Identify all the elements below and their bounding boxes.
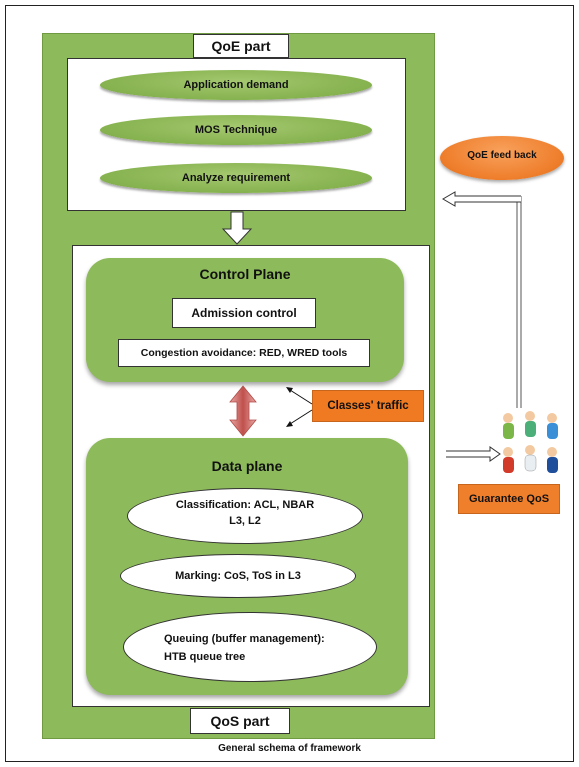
figure-frame bbox=[5, 5, 574, 762]
analyze-requirement-item: Analyze requirement bbox=[100, 163, 372, 193]
admission-control-box: Admission control bbox=[172, 298, 316, 328]
application-demand-item: Application demand bbox=[100, 70, 372, 100]
classes-traffic-box: Classes' traffic bbox=[312, 390, 424, 422]
data-plane-title: Data plane bbox=[211, 458, 283, 474]
qoe-part-label: QoE part bbox=[193, 34, 289, 58]
figure-caption: General schema of framework bbox=[218, 743, 361, 754]
queuing-line2: HTB queue tree bbox=[164, 651, 246, 663]
control-plane-title: Control Plane bbox=[199, 266, 291, 282]
qoe-feedback-ellipse: QoE feed back bbox=[440, 136, 564, 180]
marking-ellipse: Marking: CoS, ToS in L3 bbox=[120, 554, 356, 598]
congestion-avoidance-box: Congestion avoidance: RED, WRED tools bbox=[118, 339, 370, 367]
queuing-ellipse: Queuing (buffer management): HTB queue t… bbox=[123, 612, 377, 682]
mos-technique-item: MOS Technique bbox=[100, 115, 372, 145]
classification-line1: Classification: ACL, NBAR bbox=[175, 499, 315, 511]
classification-ellipse: Classification: ACL, NBAR L3, L2 bbox=[127, 488, 363, 544]
queuing-line1: Queuing (buffer management): bbox=[164, 633, 325, 645]
qos-part-label: QoS part bbox=[190, 708, 290, 734]
guarantee-qos-box: Guarantee QoS bbox=[458, 484, 560, 514]
classification-line2: L3, L2 bbox=[229, 515, 261, 527]
